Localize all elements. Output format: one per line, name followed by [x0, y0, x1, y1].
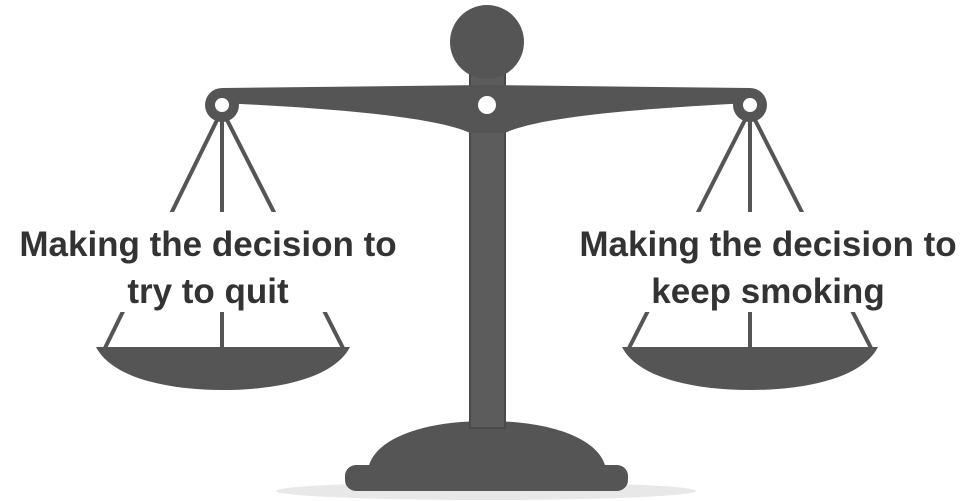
right-label-line2: keep smoking [651, 272, 884, 311]
left-label-line1: Making the decision to [19, 225, 396, 264]
center-pivot-hole [478, 96, 496, 114]
right-label-backdrop [562, 212, 967, 312]
scale-base-dome [368, 421, 606, 470]
left-label-line2: try to quit [127, 272, 289, 311]
scale-base-bar [345, 465, 628, 491]
left-label-backdrop [0, 212, 412, 312]
left-pivot-hole [215, 98, 229, 112]
left-pan [96, 347, 350, 390]
scale-top-knob [450, 5, 524, 79]
right-label-line1: Making the decision to [579, 225, 956, 264]
right-pan [622, 347, 878, 390]
right-pivot-hole [743, 98, 757, 112]
